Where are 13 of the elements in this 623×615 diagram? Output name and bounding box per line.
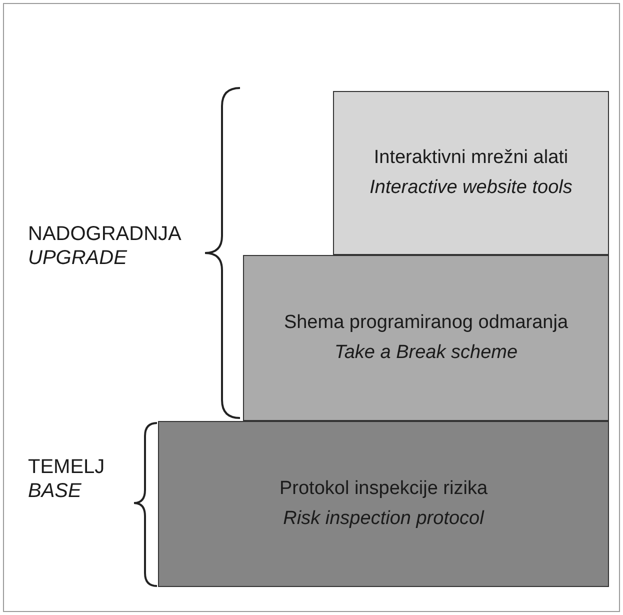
step-translation: Take a Break scheme [334,341,518,365]
step-box [333,91,609,255]
step-title: Shema programiranog odmaranja [284,311,568,335]
level-label: TEMELJ [28,455,105,479]
step-title: Interaktivni mrežni alati [374,146,568,170]
step-translation: Risk inspection protocol [283,507,484,531]
step-box [158,421,609,587]
level-translation: UPGRADE [28,246,127,270]
level-label: NADOGRADNJA [28,222,182,246]
level-translation: BASE [28,479,82,503]
step-title: Protokol inspekcije rizika [279,477,488,501]
step-translation: Interactive website tools [370,176,572,200]
step-box [243,255,609,421]
